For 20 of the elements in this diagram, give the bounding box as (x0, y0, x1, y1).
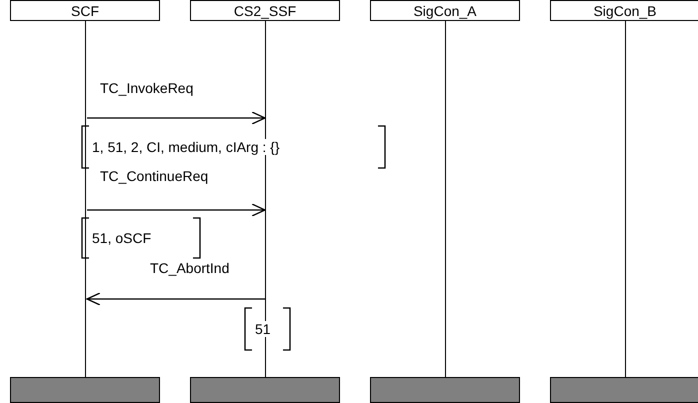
lifeline-end-bar (10, 377, 160, 403)
lifeline (625, 21, 627, 377)
lifeline-end-bar (550, 377, 698, 403)
instance-head-box: SigCon_B (550, 0, 698, 21)
lifeline (445, 21, 447, 377)
message-label: TC_InvokeReq (100, 80, 194, 96)
message-label: TC_AbortInd (150, 260, 230, 276)
instance-head-box: SigCon_A (370, 0, 520, 21)
lifeline (85, 21, 87, 377)
parameter-text: 1, 51, 2, CI, medium, cIArg : {} (92, 139, 280, 155)
message-label: TC_ContinueReq (100, 168, 208, 184)
parameter-text: 51, oSCF (92, 230, 152, 246)
lifeline-end-bar (370, 377, 520, 403)
lifeline-end-bar (190, 377, 340, 403)
parameter-text: 51 (255, 321, 271, 337)
message-arrow (87, 111, 266, 125)
instance-head-box: CS2_SSF (190, 0, 340, 21)
message-arrow (87, 203, 266, 217)
message-arrow (86, 292, 265, 306)
instance-head-box: SCF (10, 0, 160, 21)
